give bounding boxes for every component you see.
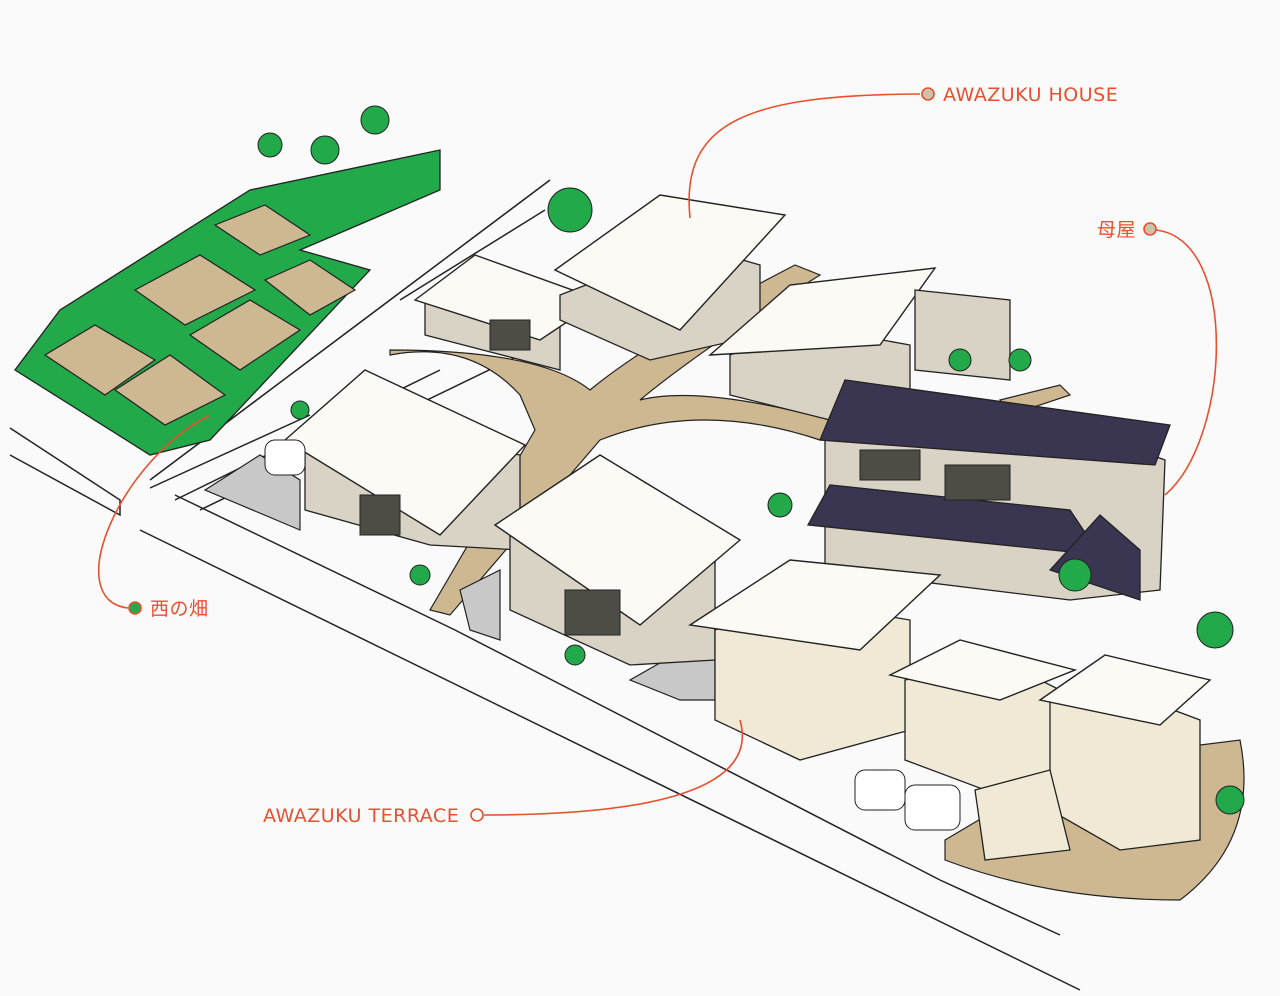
car-icon	[264, 439, 306, 476]
tree-icon	[564, 644, 586, 666]
marker-dot-icon	[470, 808, 484, 822]
tree-icon	[360, 105, 390, 135]
marker-dot-icon	[128, 601, 142, 615]
house-group	[283, 194, 1212, 861]
tree-icon	[310, 135, 340, 165]
label-nishi-no-hata: 西の畑	[150, 598, 209, 620]
car-icon	[854, 769, 906, 811]
west-field	[14, 105, 441, 456]
tree-icon	[1058, 558, 1092, 592]
tree-icon	[1215, 785, 1245, 815]
marker-dot-icon	[921, 87, 935, 101]
tree-icon	[948, 348, 972, 372]
callout-awazuku-terrace: AWAZUKU TERRACE	[263, 719, 743, 827]
label-awazuku-house: AWAZUKU HOUSE	[943, 84, 1118, 106]
tree-icon	[547, 187, 593, 233]
trees	[290, 187, 1245, 815]
callout-omoya: 母屋	[1097, 219, 1218, 496]
tree-icon	[257, 132, 283, 158]
cars	[264, 439, 961, 831]
marker-dot-icon	[1143, 222, 1157, 236]
callout-awazuku-house: AWAZUKU HOUSE	[688, 84, 1118, 219]
tree-icon	[409, 564, 431, 586]
tree-icon	[290, 400, 310, 420]
car-icon	[904, 784, 961, 831]
tree-icon	[1196, 611, 1234, 649]
tree-icon	[767, 492, 793, 518]
label-awazuku-terrace: AWAZUKU TERRACE	[263, 805, 459, 827]
tree-icon	[1008, 348, 1032, 372]
callout-nishi-no-hata: 西の畑	[98, 414, 211, 620]
label-omoya: 母屋	[1097, 219, 1136, 241]
